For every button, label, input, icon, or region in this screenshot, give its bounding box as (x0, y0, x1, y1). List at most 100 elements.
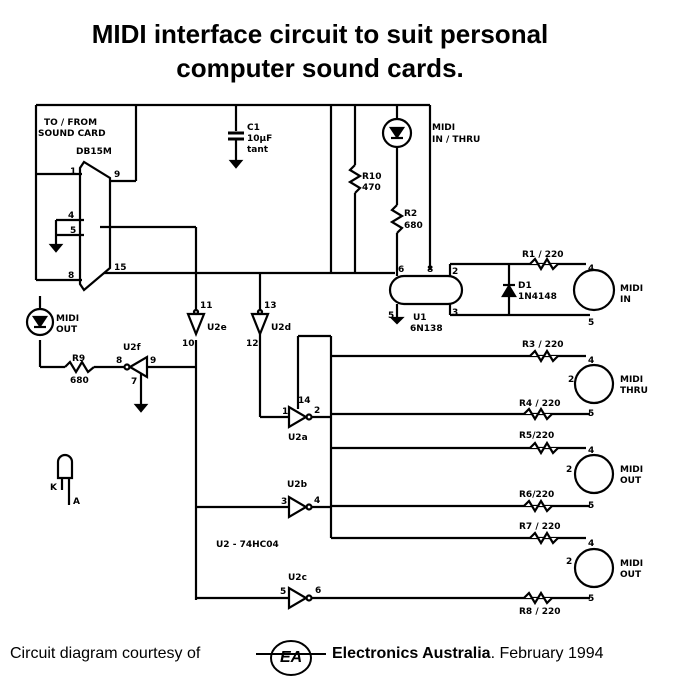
u1-ref: U1 (413, 313, 427, 323)
din-out2-label-1: MIDI (620, 559, 643, 569)
optocoupler-u1 (388, 274, 464, 306)
u2a-ref: U2a (288, 433, 308, 443)
connector-label-2: SOUND CARD (38, 129, 106, 139)
inverter-bubble (256, 308, 264, 316)
credit-prefix: Circuit diagram courtesy of (10, 645, 201, 662)
circuit-schematic: TO / FROM SOUND CARD DB15M 1 9 4 5 8 15 … (25, 103, 648, 617)
gate-pin: 14 (298, 396, 311, 406)
led-pinout-icon (56, 453, 74, 480)
credit-publisher: Electronics Australia. February 1994 (332, 645, 604, 663)
inverter-bubble (305, 594, 313, 602)
resistor-r7 (529, 530, 559, 546)
din-thru-label-1: MIDI (620, 375, 643, 385)
r7-label: R7 / 220 (519, 522, 561, 532)
din-out1-label-2: OUT (620, 476, 642, 486)
c1-value: 10µF (247, 134, 272, 144)
inverter-u2f (127, 355, 149, 379)
d1-value: 1N4148 (518, 292, 557, 302)
r10-value: 470 (362, 183, 381, 193)
resistor-r1 (529, 256, 559, 272)
din-in-label-1: MIDI (620, 284, 643, 294)
u1-value: 6N138 (410, 324, 443, 334)
u2c-ref: U2c (288, 573, 307, 583)
gate-pin: 4 (314, 496, 320, 506)
u1-pin: 5 (388, 311, 394, 321)
electronics-australia-logo-icon: EA (256, 640, 326, 676)
resistor-r2 (389, 204, 405, 234)
r2-ref: R2 (404, 209, 417, 219)
gate-pin: 9 (150, 356, 156, 366)
u1-pin: 8 (427, 265, 433, 275)
resistor-r4 (523, 406, 553, 422)
diagram-title-line1: MIDI interface circuit to suit personal (91, 19, 549, 49)
r9-ref: R9 (72, 354, 85, 364)
gate-pin: 1 (282, 407, 288, 417)
led-in-label-1: MIDI (432, 123, 455, 133)
pin-label: 8 (68, 271, 74, 281)
din-pin: 4 (588, 356, 594, 366)
inverter-u2a (287, 405, 309, 429)
inverter-u2e (186, 312, 206, 337)
resistor-r10 (347, 164, 363, 194)
r5-label: R5/220 (519, 431, 554, 441)
inverter-bubble (305, 503, 313, 511)
pin-label: 4 (68, 211, 74, 221)
led-in-label-2: IN / THRU (432, 135, 480, 145)
pin-label: 5 (70, 226, 76, 236)
din-pin: 4 (588, 446, 594, 456)
din-midi-out-1 (573, 453, 615, 495)
r1-label: R1 / 220 (522, 250, 564, 260)
u2-part-note: U2 - 74HC04 (216, 540, 279, 550)
u1-pin: 3 (452, 308, 458, 318)
r4-label: R4 / 220 (519, 399, 561, 409)
c1-ref: C1 (247, 123, 260, 133)
diagram-title-line2: computer sound cards. (176, 53, 464, 83)
inverter-u2d (250, 312, 270, 337)
u2d-ref: U2d (271, 323, 291, 333)
din-pin: 2 (568, 375, 574, 385)
db15-connector-shape (78, 160, 112, 292)
r10-ref: R10 (362, 172, 381, 182)
connector-label-1: TO / FROM (44, 118, 97, 128)
publisher-name: Electronics Australia (332, 645, 491, 662)
ground-icon (389, 316, 405, 325)
din-pin: 2 (566, 557, 572, 567)
gate-pin: 6 (315, 586, 321, 596)
u2f-ref: U2f (123, 343, 141, 353)
gate-pin: 7 (131, 377, 137, 387)
gate-pin: 5 (280, 587, 286, 597)
din-pin: 2 (566, 465, 572, 475)
led-k-label: K (50, 483, 58, 493)
led-a-label: A (73, 497, 80, 507)
din-midi-out-2 (573, 547, 615, 589)
gate-pin: 13 (264, 301, 277, 311)
led-out-label-1: MIDI (56, 314, 79, 324)
u2e-ref: U2e (207, 323, 227, 333)
pin-label: 15 (114, 263, 127, 273)
din-pin: 5 (588, 318, 594, 328)
gate-pin: 3 (281, 497, 287, 507)
pin-label: 9 (114, 170, 120, 180)
gate-pin: 8 (116, 356, 122, 366)
din-pin: 4 (588, 264, 594, 274)
gate-pin: 11 (200, 301, 213, 311)
r6-label: R6/220 (519, 490, 554, 500)
din-out2-label-2: OUT (620, 570, 642, 580)
ground-icon (228, 159, 244, 169)
inverter-u2b (287, 495, 309, 519)
inverter-u2c (287, 586, 309, 610)
resistor-r3 (529, 348, 559, 364)
connector-part: DB15M (76, 147, 112, 157)
din-pin: 5 (588, 501, 594, 511)
gate-pin: 10 (182, 339, 195, 349)
din-midi-in (572, 268, 616, 312)
gate-pin: 2 (314, 406, 320, 416)
u1-pin: 6 (398, 265, 404, 275)
ground-icon (48, 243, 64, 253)
resistor-r6 (523, 498, 553, 514)
r3-label: R3 / 220 (522, 340, 564, 350)
din-pin: 4 (588, 539, 594, 549)
gate-pin: 12 (246, 339, 259, 349)
ground-icon (133, 403, 149, 413)
inverter-bubble (305, 413, 313, 421)
